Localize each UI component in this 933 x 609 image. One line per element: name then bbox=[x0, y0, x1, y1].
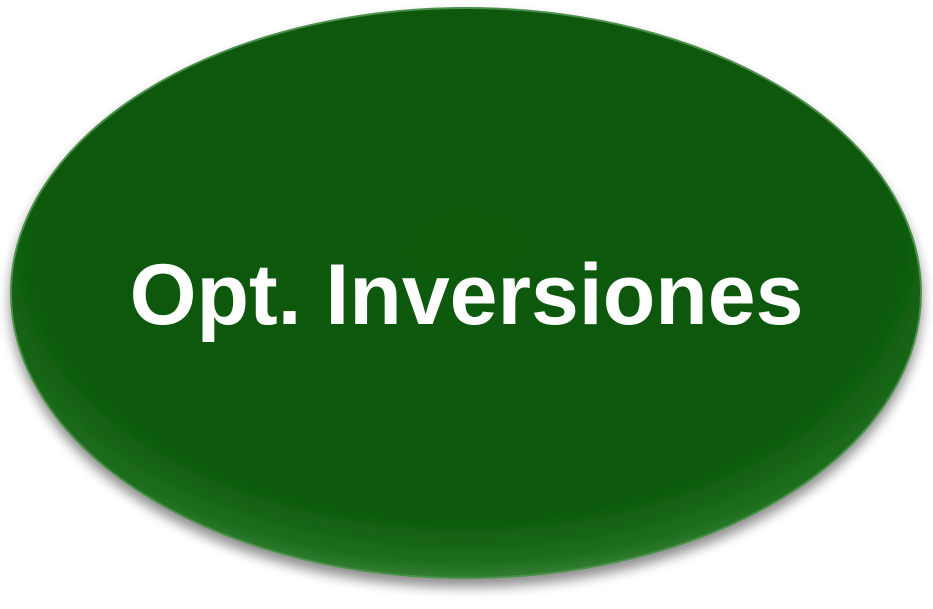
oval-label: Opt. Inversiones bbox=[129, 246, 804, 343]
oval-body bbox=[10, 7, 922, 579]
